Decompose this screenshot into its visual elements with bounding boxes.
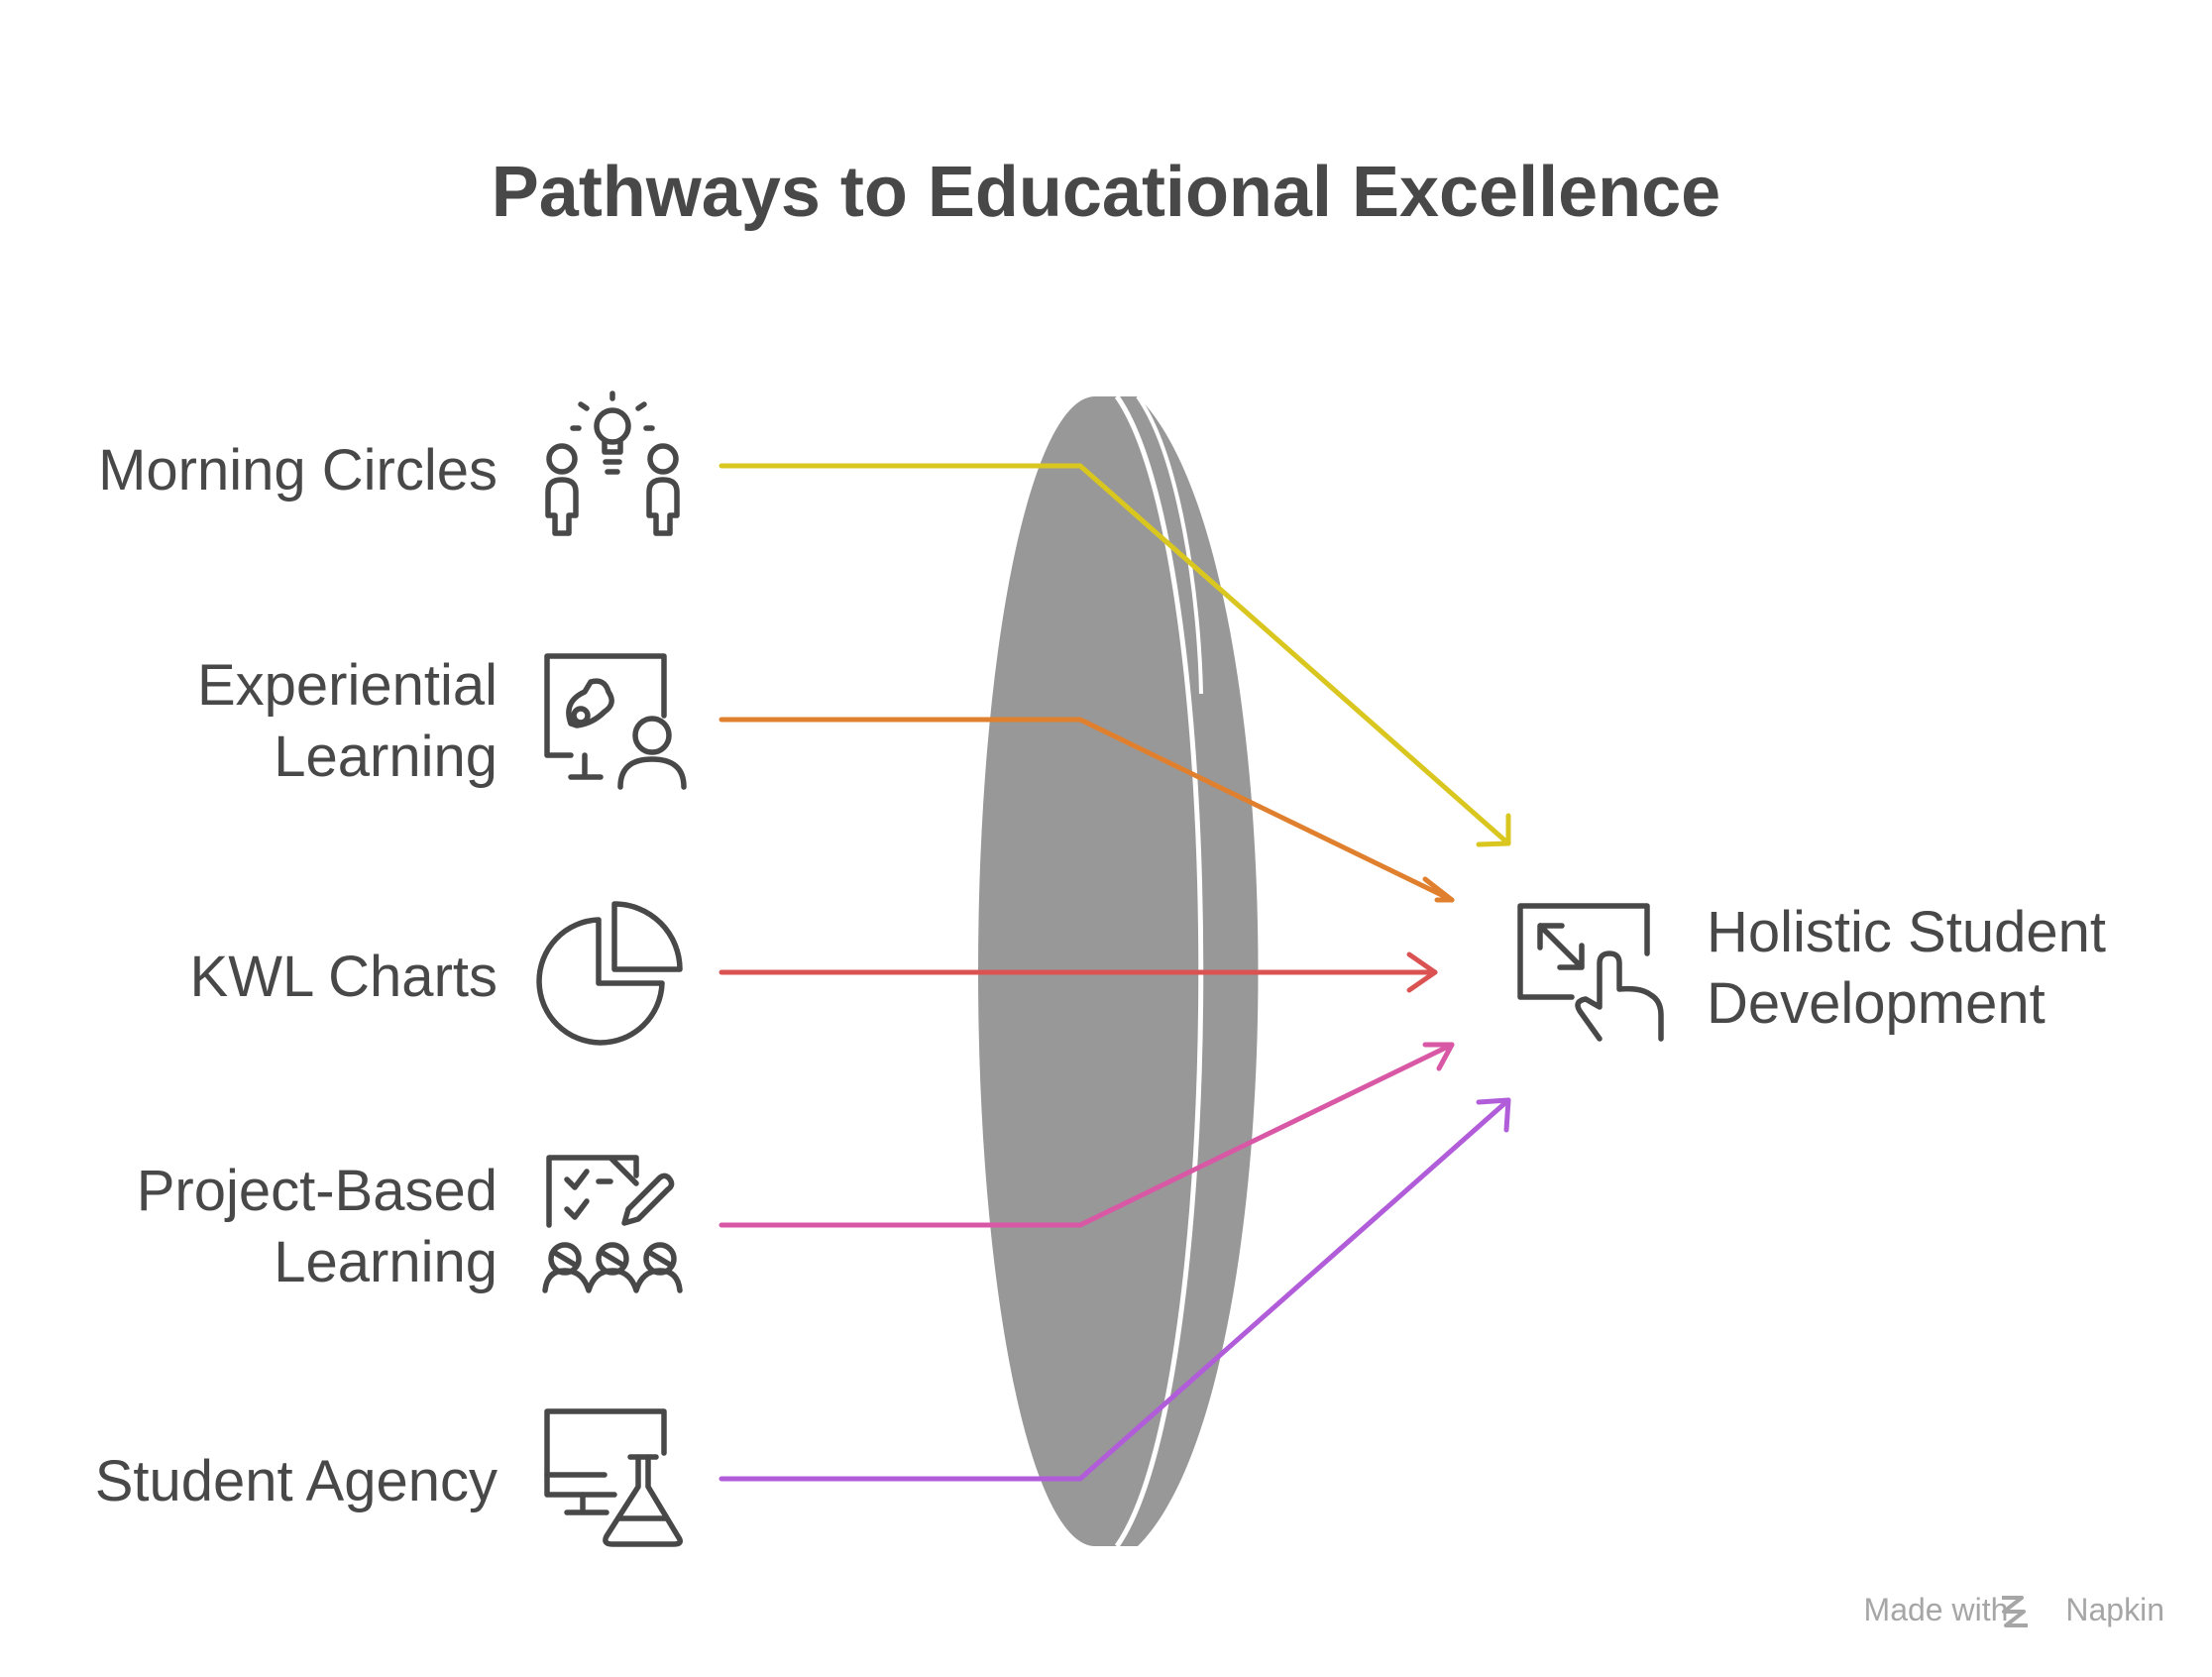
label-project-based-learning: Project-Based Learning <box>136 1159 498 1294</box>
connector-experiential-learning <box>719 717 1455 903</box>
label-student-agency: Student Agency <box>94 1449 498 1513</box>
napkin-logo-icon <box>2002 1596 2028 1627</box>
label-kwl-charts: KWL Charts <box>189 945 498 1009</box>
connector-student-agency <box>719 1097 1511 1482</box>
expand-touch-icon <box>1517 903 1664 1042</box>
connector-kwl-charts <box>719 951 1438 993</box>
page-title: Pathways to Educational Excellence <box>491 153 1721 232</box>
footer-brand: Napkin <box>2065 1592 2164 1627</box>
footer-watermark: Made with Napkin <box>1864 1592 2164 1628</box>
label-morning-circles: Morning Circles <box>98 438 498 503</box>
computer-flask-icon <box>544 1408 683 1547</box>
checklist-team-icon <box>542 1155 683 1293</box>
pie-chart-icon <box>536 901 683 1046</box>
connector-project-based-learning <box>719 1042 1455 1228</box>
label-experiential-learning: Experiential Learning <box>196 653 498 789</box>
label-holistic-student-development: Holistic Student Development <box>1707 900 2106 1036</box>
presentation-icon <box>544 653 687 790</box>
footer-prefix: Made with <box>1863 1592 2009 1627</box>
connector-morning-circles <box>719 463 1511 847</box>
lightbulb-people-icon <box>545 391 680 536</box>
